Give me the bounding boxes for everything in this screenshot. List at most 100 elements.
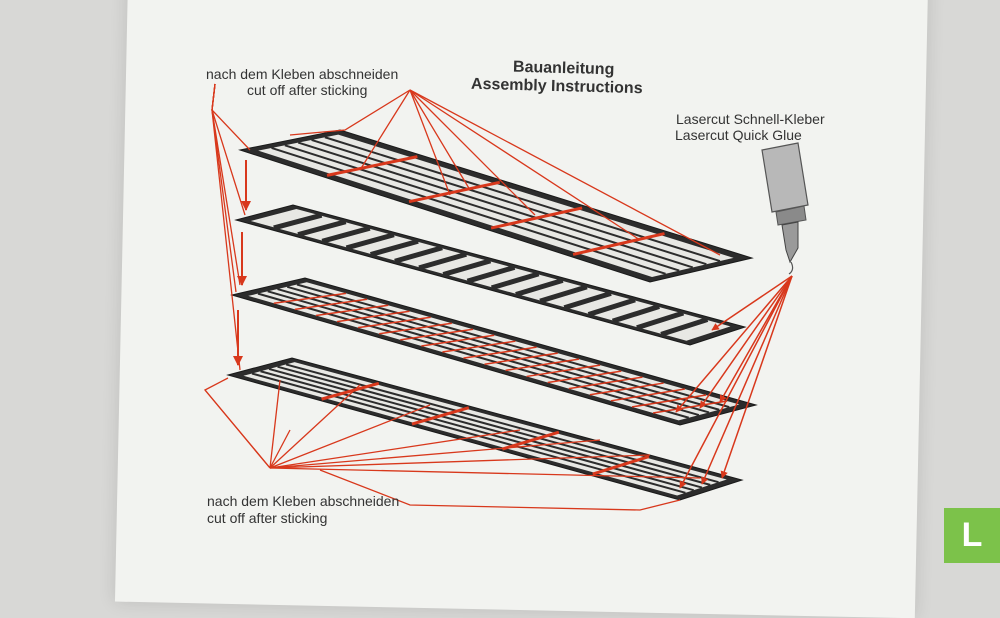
glue-hatch <box>547 370 622 384</box>
glue-hatch <box>484 352 558 365</box>
glue-bottle-body <box>761 142 809 213</box>
strip-rung <box>321 225 371 244</box>
strip-slat <box>277 365 711 486</box>
pointer-line <box>289 89 411 136</box>
glue-hatch <box>589 382 664 396</box>
strip-rung <box>345 232 395 251</box>
strip-slat <box>277 288 710 414</box>
cut-tab <box>572 232 665 256</box>
strip-rung <box>587 297 636 317</box>
glue-hatch <box>526 364 601 378</box>
pointer-line <box>269 379 281 469</box>
cut-tab <box>490 206 583 230</box>
glue-hatch <box>336 310 410 323</box>
cut-tab <box>592 455 650 476</box>
pointer-line <box>269 454 651 469</box>
pointer-line <box>409 89 536 216</box>
strip-layer-1 <box>238 129 754 283</box>
strip-layer-3 <box>230 277 758 426</box>
glue-arrow <box>720 275 793 479</box>
glue-hatch <box>273 292 347 305</box>
strip-rung <box>442 258 492 277</box>
pointer-line <box>211 83 241 371</box>
glue-label-english: Lasercut Quick Glue <box>675 127 802 143</box>
cut-label-top-german: nach dem Kleben abschneiden <box>206 66 399 82</box>
glue-hatch <box>421 334 495 347</box>
glue-bottle-icon <box>761 142 809 275</box>
glue-hatch <box>379 322 452 335</box>
strip-rung <box>418 251 467 271</box>
strip-rung <box>539 284 588 304</box>
glue-hatch <box>610 388 685 402</box>
glue-arrow <box>711 275 793 331</box>
pointer-line <box>211 83 251 151</box>
glue-bottle-nozzle <box>781 221 799 264</box>
pointer-line <box>269 429 521 469</box>
strip-slat <box>296 283 730 409</box>
strip-rung <box>466 264 516 284</box>
glue-label-german: Lasercut Schnell-Kleber <box>676 111 825 127</box>
pointer-line <box>319 469 681 511</box>
strip-layer-2 <box>234 204 747 346</box>
cut-label-bottom-german: nach dem Kleben abschneiden <box>207 493 400 509</box>
pointer-line <box>409 89 641 241</box>
pointer-line <box>269 439 601 469</box>
glue-arrow <box>719 275 793 403</box>
glue-hatch <box>357 316 431 329</box>
cut-tab <box>408 180 501 204</box>
pointer-line <box>359 89 411 171</box>
logo-square-icon: L <box>944 508 1000 563</box>
glue-drop <box>788 261 794 275</box>
glue-hatch <box>463 346 537 359</box>
glue-bottle-cap <box>775 205 807 226</box>
assembly-diagram <box>203 83 809 511</box>
glue-arrow <box>701 275 793 485</box>
strip-slat <box>260 370 694 492</box>
glue-hatch <box>631 394 707 408</box>
pointer-line <box>269 467 701 479</box>
strip-rung <box>369 238 419 257</box>
glue-hatch <box>315 304 389 317</box>
strip-slat <box>251 372 686 494</box>
glue-arrow <box>699 275 793 409</box>
strip-slat <box>268 368 703 489</box>
strip-rung <box>563 291 612 311</box>
glue-hatch <box>505 358 580 372</box>
strip-rung <box>611 304 660 324</box>
strip-slat <box>311 138 707 266</box>
strip-slat <box>257 292 690 419</box>
glue-hatch <box>294 298 368 311</box>
strip-slat <box>286 285 720 411</box>
strip-slat <box>271 147 666 275</box>
strip-rung <box>297 219 347 238</box>
glue-hatch <box>568 376 643 390</box>
cut-label-top-english: cut off after sticking <box>247 82 368 98</box>
strip-rung <box>636 310 685 331</box>
glue-hatch <box>442 340 516 353</box>
pointer-line <box>409 89 451 196</box>
cut-tab <box>321 381 380 401</box>
cut-tab <box>501 430 560 451</box>
strip-rung <box>490 271 540 291</box>
glue-arrow <box>679 275 793 489</box>
pointer-line <box>269 429 291 469</box>
pointer-line <box>269 404 431 469</box>
glue-hatch <box>652 400 728 414</box>
strip-layer-4 <box>226 357 744 501</box>
pointer-line <box>269 384 361 469</box>
cut-tab <box>326 155 418 177</box>
cut-tab <box>411 406 470 426</box>
strip-slat <box>324 136 721 262</box>
strip-rung <box>394 245 443 264</box>
glue-arrow <box>675 275 793 413</box>
strip-slat <box>285 363 719 484</box>
strip-rung <box>660 317 709 337</box>
pointer-line <box>409 89 471 191</box>
pointer-line <box>203 377 271 469</box>
strip-rung <box>273 212 323 231</box>
glue-hatch <box>400 328 474 341</box>
strip-rung <box>515 277 564 297</box>
title-german: Bauanleitung <box>512 58 615 79</box>
pointer-line <box>409 89 721 256</box>
cut-label-bottom-english: cut off after sticking <box>207 510 328 526</box>
